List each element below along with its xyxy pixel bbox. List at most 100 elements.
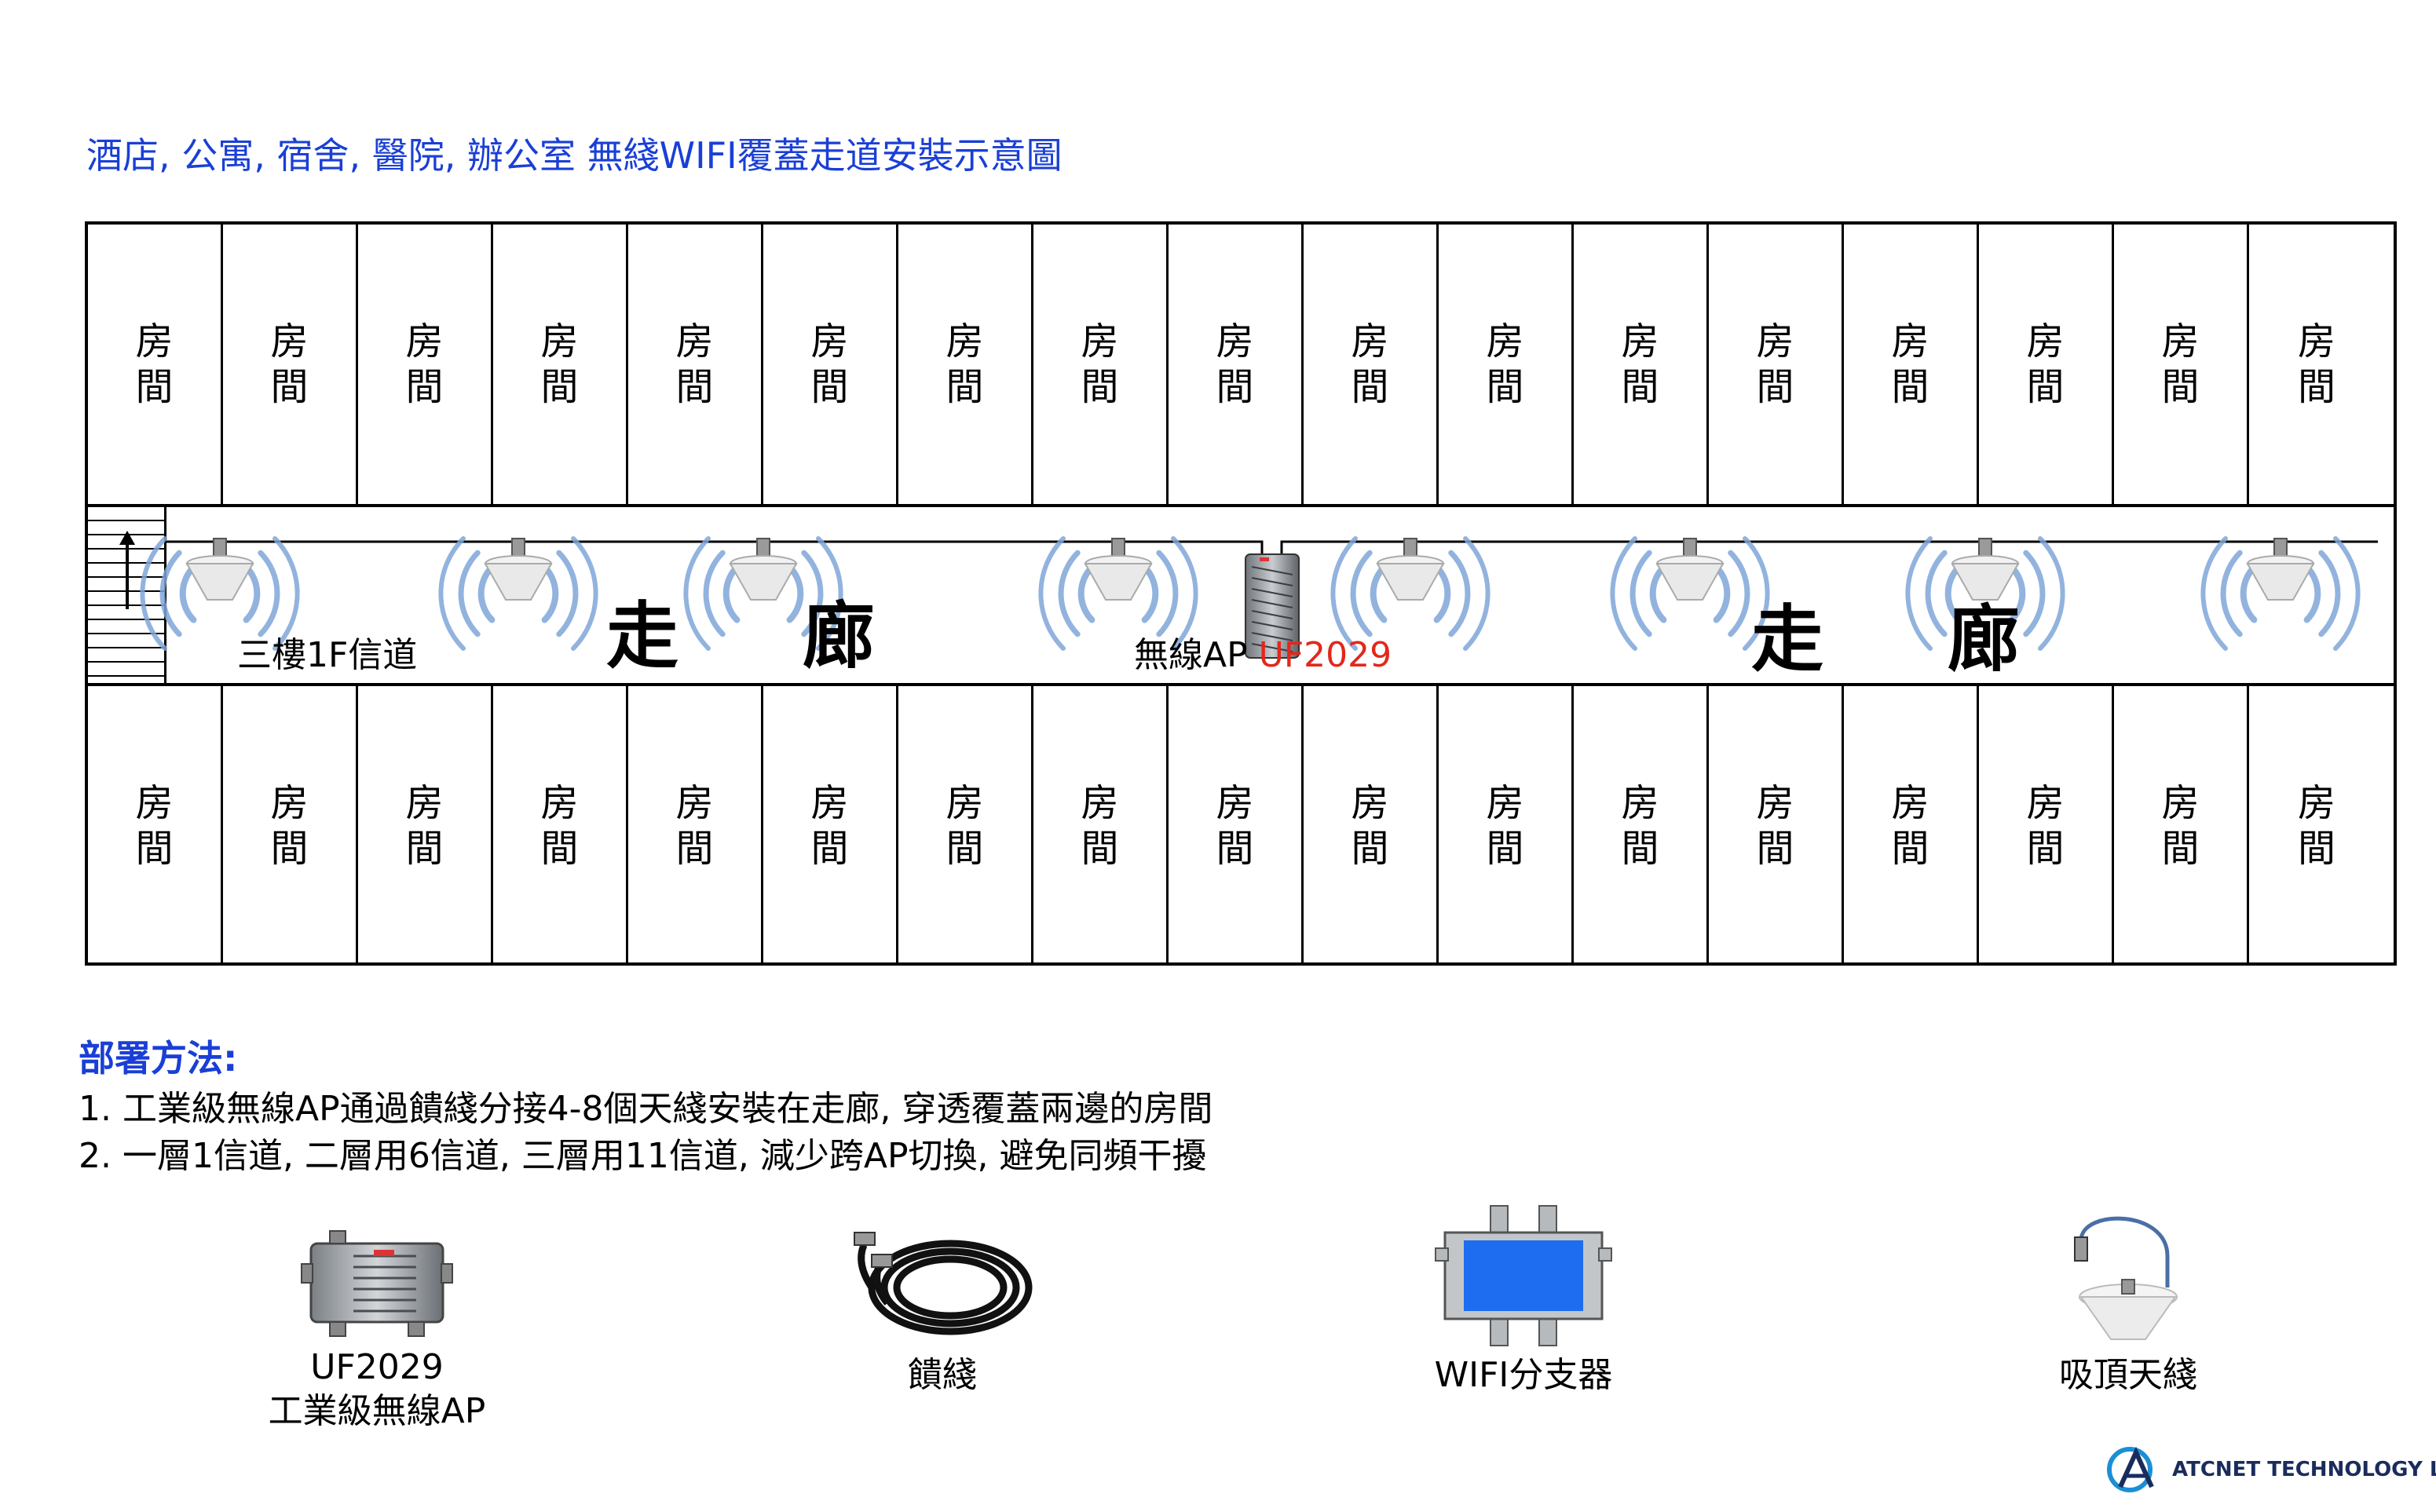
legend-splitter-label: WIFI分支器 (1434, 1355, 1613, 1395)
room: 房間 (763, 686, 898, 966)
legend-ap: UF2029 工業級無線AP (267, 1225, 487, 1433)
room-label: 房間 (1351, 320, 1389, 409)
room-label: 房間 (1216, 320, 1254, 409)
room-label: 房間 (405, 781, 444, 871)
room-label: 房間 (540, 320, 579, 409)
ceiling-antenna-with-signal-icon (2200, 536, 2361, 651)
room-label: 房間 (1081, 781, 1119, 871)
room-label: 房間 (270, 320, 309, 409)
room: 房間 (1844, 686, 1979, 966)
room-label: 房間 (2297, 320, 2335, 409)
room: 房間 (1574, 225, 1709, 504)
room: 房間 (358, 686, 493, 966)
room: 房間 (223, 686, 358, 966)
room-label: 房間 (135, 320, 174, 409)
ceiling-antenna-icon (2074, 1216, 2178, 1340)
room: 房間 (223, 225, 358, 504)
room-label: 房間 (810, 781, 849, 871)
room-row-top: 房間 房間 房間 房間 房間 房間 房間 房間 房間 房間 房間 房間 房間 房… (88, 225, 2384, 504)
room: 房間 (1574, 686, 1709, 966)
legend-antenna: 吸頂天綫 (2018, 1209, 2238, 1397)
room: 房間 (1304, 225, 1439, 504)
room: 房間 (1979, 225, 2114, 504)
ceiling-antenna-with-signal-icon (1038, 536, 1198, 651)
room-label: 房間 (946, 781, 984, 871)
deployment-heading: 部署方法: (79, 1037, 238, 1079)
room: 房間 (1439, 686, 1574, 966)
room-label: 房間 (2026, 781, 2065, 871)
room: 房間 (493, 686, 628, 966)
ceiling-antenna-with-signal-icon (140, 536, 300, 651)
legend-cable: 饋綫 (832, 1209, 1052, 1397)
room-label: 房間 (1081, 320, 1119, 409)
room-label: 房間 (1486, 781, 1524, 871)
room: 房間 (2114, 225, 2249, 504)
wifi-splitter-icon (1435, 1205, 1612, 1346)
room: 房間 (2114, 686, 2249, 966)
room-label: 房間 (1756, 781, 1794, 871)
room: 房間 (628, 225, 763, 504)
corridor-word-1-right: 走 (1751, 597, 1824, 681)
room-label: 房間 (675, 781, 714, 871)
floor-channel-label: 三樓1F信道 (237, 635, 418, 675)
industrial-ap-icon (301, 1230, 453, 1337)
legend-antenna-label: 吸頂天綫 (2059, 1355, 2197, 1395)
legend-splitter: WIFI分支器 (1406, 1201, 1641, 1397)
room-label: 房間 (2026, 320, 2065, 409)
room: 房間 (1033, 686, 1169, 966)
room-label: 房間 (1621, 320, 1659, 409)
room-label: 房間 (1351, 781, 1389, 871)
room: 房間 (1169, 225, 1304, 504)
floor-plan: 房間 房間 房間 房間 房間 房間 房間 房間 房間 房間 房間 房間 房間 房… (85, 221, 2397, 966)
room: 房間 (1844, 225, 1979, 504)
room: 房間 (1709, 686, 1844, 966)
ap-label: 無線AP UF2029 (1134, 626, 1392, 677)
ceiling-antenna-with-signal-icon (1610, 536, 1770, 651)
room-label: 房間 (1486, 320, 1524, 409)
room: 房間 (1033, 225, 1169, 504)
room: 房間 (2249, 225, 2384, 504)
company-logo-icon (2107, 1446, 2154, 1492)
corridor: 三樓1F信道 走 廊 無線AP UF2029 走 廊 (88, 504, 2394, 686)
deployment-step-2: 2. 一層1信道, 二層用6信道, 三層用11信道, 減少跨AP切換, 避免同頻… (79, 1136, 1207, 1176)
company-brand: ATCNET TECHNOLOGY LIMITED (2105, 1444, 2436, 1495)
room-label: 房間 (2297, 781, 2335, 871)
legend-ap-name: 工業級無線AP (268, 1391, 486, 1431)
room: 房間 (898, 225, 1033, 504)
ceiling-antenna-with-signal-icon (683, 536, 843, 651)
room-label: 房間 (810, 320, 849, 409)
room: 房間 (1979, 686, 2114, 966)
feeder-cable-icon (854, 1232, 1033, 1335)
room-label: 房間 (2161, 781, 2200, 871)
room-label: 房間 (405, 320, 444, 409)
room-label: 房間 (675, 320, 714, 409)
room: 房間 (1709, 225, 1844, 504)
ap-model: UF2029 (1258, 635, 1392, 675)
room-label: 房間 (2161, 320, 2200, 409)
corridor-word-2: 廊 (803, 594, 876, 678)
room: 房間 (898, 686, 1033, 966)
arrow-up-icon (119, 531, 135, 609)
deployment-step-1: 1. 工業級無線AP通過饋綫分接4-8個天綫安裝在走廊, 穿透覆蓋兩邊的房間 (79, 1089, 1213, 1129)
room: 房間 (88, 686, 223, 966)
ceiling-antenna-with-signal-icon (438, 536, 598, 651)
room-label: 房間 (1891, 320, 1929, 409)
diagram-title: 酒店, 公寓, 宿舍, 醫院, 辦公室 無綫WIFI覆蓋走道安裝示意圖 (86, 134, 1063, 177)
company-name: ATCNET TECHNOLOGY LIMITED (2172, 1458, 2436, 1481)
room-label: 房間 (135, 781, 174, 871)
room-label: 房間 (1621, 781, 1659, 871)
corridor-word-1: 走 (606, 594, 679, 678)
room: 房間 (493, 225, 628, 504)
room-label: 房間 (270, 781, 309, 871)
room-label: 房間 (1891, 781, 1929, 871)
room: 房間 (763, 225, 898, 504)
room-label: 房間 (540, 781, 579, 871)
legend-ap-model: UF2029 (310, 1347, 444, 1387)
room: 房間 (628, 686, 763, 966)
room: 房間 (88, 225, 223, 504)
room: 房間 (2249, 686, 2384, 966)
ceiling-antenna-with-signal-icon (1330, 536, 1490, 651)
ceiling-antenna-with-signal-icon (1905, 536, 2065, 651)
room: 房間 (1439, 225, 1574, 504)
room: 房間 (1169, 686, 1304, 966)
